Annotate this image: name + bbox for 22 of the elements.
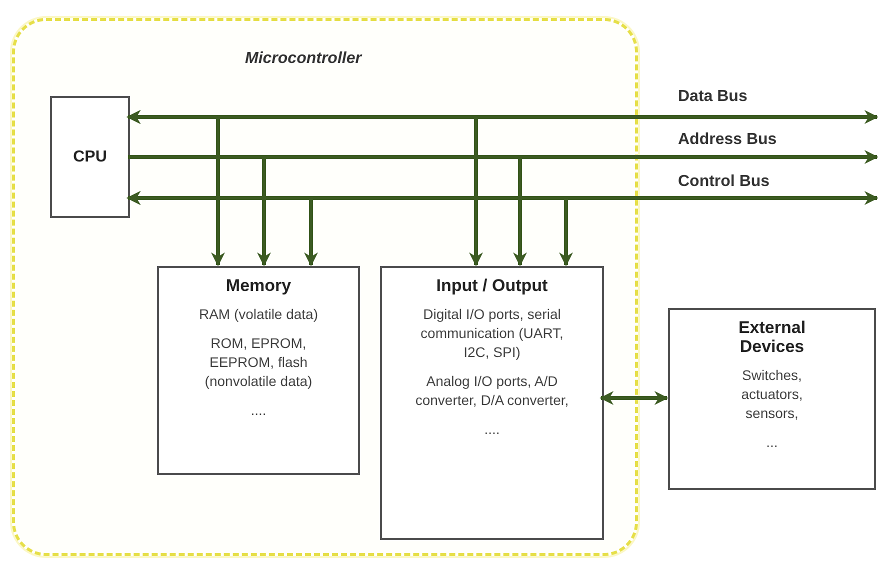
component-box [157, 266, 360, 475]
arrow [128, 155, 527, 266]
box-text: .... [250, 401, 268, 420]
box-text: ... [765, 433, 779, 452]
box-title: External Devices [738, 318, 806, 356]
box-text: Switches, actuators, sensors, [740, 366, 804, 423]
box-text: Digital I/O ports, serial communication (UART, I2C, SPI) [420, 305, 564, 362]
arrow [126, 191, 573, 266]
box-title: CPU [72, 148, 108, 166]
box-text: RAM (volatile data) [198, 305, 320, 324]
box-text: .... [483, 420, 501, 439]
arrow [600, 391, 668, 405]
microcontroller-region [12, 18, 638, 556]
box-text: Analog I/O ports, A/D converter, D/A converter, [414, 372, 570, 410]
arrow [126, 110, 483, 266]
cpu-box [50, 96, 130, 218]
component-box [380, 266, 604, 540]
box-title: Memory [224, 276, 292, 295]
box-title: Input / Output [435, 276, 549, 295]
region-title: Microcontroller [245, 49, 362, 68]
component-box [668, 308, 876, 490]
box-text: ROM, EPROM, EEPROM, flash (nonvolatile data) [204, 334, 314, 391]
